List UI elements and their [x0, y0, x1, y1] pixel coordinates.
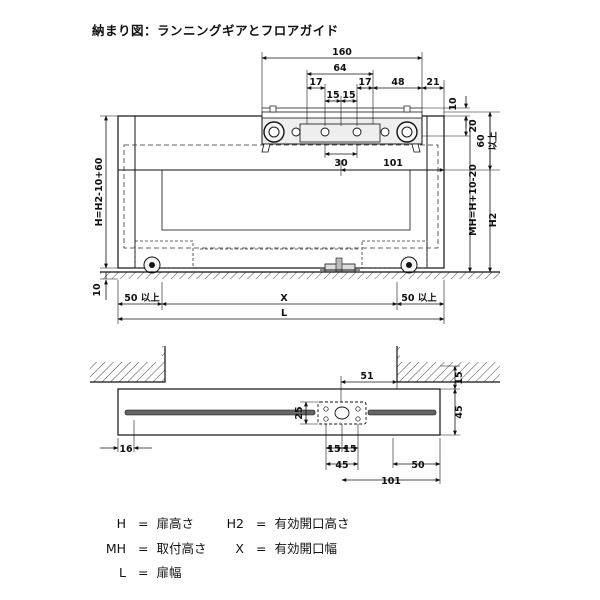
- legend-key: X: [235, 541, 244, 556]
- inner-panel: [161, 169, 411, 231]
- legend-key: H2: [226, 516, 244, 531]
- elevation-view: 160 64 17 17 48 21 15 15 10 20 60 以上 30 …: [92, 47, 500, 324]
- legend-value: 取付高さ: [156, 541, 207, 556]
- legend-item-mh: MH = 取付高さ: [100, 538, 207, 557]
- legend-value: 有効開口幅: [274, 541, 337, 556]
- dim-left-height: H=H2-10+60: [94, 157, 105, 226]
- legend-item-x: X = 有効開口幅: [222, 538, 337, 557]
- dim-101-top: 101: [383, 158, 403, 169]
- dim-right-60-suffix: 以上: [487, 131, 499, 151]
- dim-bottom-l: L: [281, 308, 287, 319]
- legend-item-h2: H2 = 有効開口高さ: [222, 513, 350, 532]
- dim-bottom-50-right: 50 以上: [401, 292, 437, 304]
- diagram-title: 納まり図：ランニングギアとフロアガイド: [92, 23, 339, 38]
- dim-plan-51: 51: [360, 371, 373, 382]
- dim-plan-45-right: 45: [454, 405, 465, 418]
- dim-plan-15a: 15: [327, 444, 340, 455]
- dim-plan-15b: 15: [343, 444, 356, 455]
- legend-key: MH: [105, 541, 126, 556]
- dim-17a: 17: [309, 77, 322, 88]
- wall-left: [90, 346, 165, 382]
- floor-hatch: [100, 272, 500, 279]
- dim-21: 21: [426, 77, 439, 88]
- legend-item-l: L = 扉幅: [104, 562, 181, 581]
- legend-key: L: [119, 565, 126, 580]
- legend-sep: =: [137, 541, 149, 556]
- dim-30: 30: [334, 158, 348, 169]
- dim-left-10: 10: [92, 283, 103, 297]
- dim-right-60: 60: [476, 134, 487, 148]
- legend-sep: =: [255, 541, 267, 556]
- dim-right-20: 20: [468, 119, 479, 133]
- legend-value: 有効開口高さ: [274, 516, 350, 531]
- dim-64: 64: [333, 63, 347, 74]
- dim-bottom-x: X: [280, 293, 288, 304]
- dim-right-mh: MH=H+10-20: [468, 164, 479, 236]
- dim-bottom-50-left: 50 以上: [124, 292, 160, 304]
- dim-17b: 17: [358, 77, 371, 88]
- dim-plan-15-right: 15: [454, 371, 465, 384]
- floor-guide-plate: [317, 401, 367, 425]
- dim-160: 160: [332, 47, 352, 58]
- dim-plan-50: 50: [411, 460, 425, 471]
- wall-right: [397, 346, 500, 382]
- dim-right-10: 10: [448, 97, 459, 111]
- dim-15b: 15: [342, 90, 355, 101]
- legend-item-h: H = 扉高さ: [104, 513, 194, 532]
- legend-key: H: [116, 516, 126, 531]
- plan-view: 51 15 45 25 16 15 15 45 50 101: [90, 346, 500, 487]
- guide-groove-right: [367, 409, 437, 416]
- dim-48: 48: [391, 77, 405, 88]
- legend-sep: =: [255, 516, 267, 531]
- dim-15a: 15: [326, 90, 339, 101]
- running-gear: [261, 105, 423, 153]
- guide-groove-left: [124, 409, 316, 416]
- track-outline: [123, 144, 439, 249]
- dim-plan-25: 25: [294, 406, 305, 419]
- dim-plan-16: 16: [119, 444, 133, 455]
- dim-plan-45-bottom: 45: [335, 460, 348, 471]
- dim-right-h2: H2: [488, 213, 499, 228]
- legend-value: 扉高さ: [156, 516, 194, 531]
- legend-value: 扉幅: [156, 565, 182, 580]
- legend-sep: =: [137, 565, 149, 580]
- dim-plan-101: 101: [381, 476, 401, 487]
- legend-sep: =: [137, 516, 149, 531]
